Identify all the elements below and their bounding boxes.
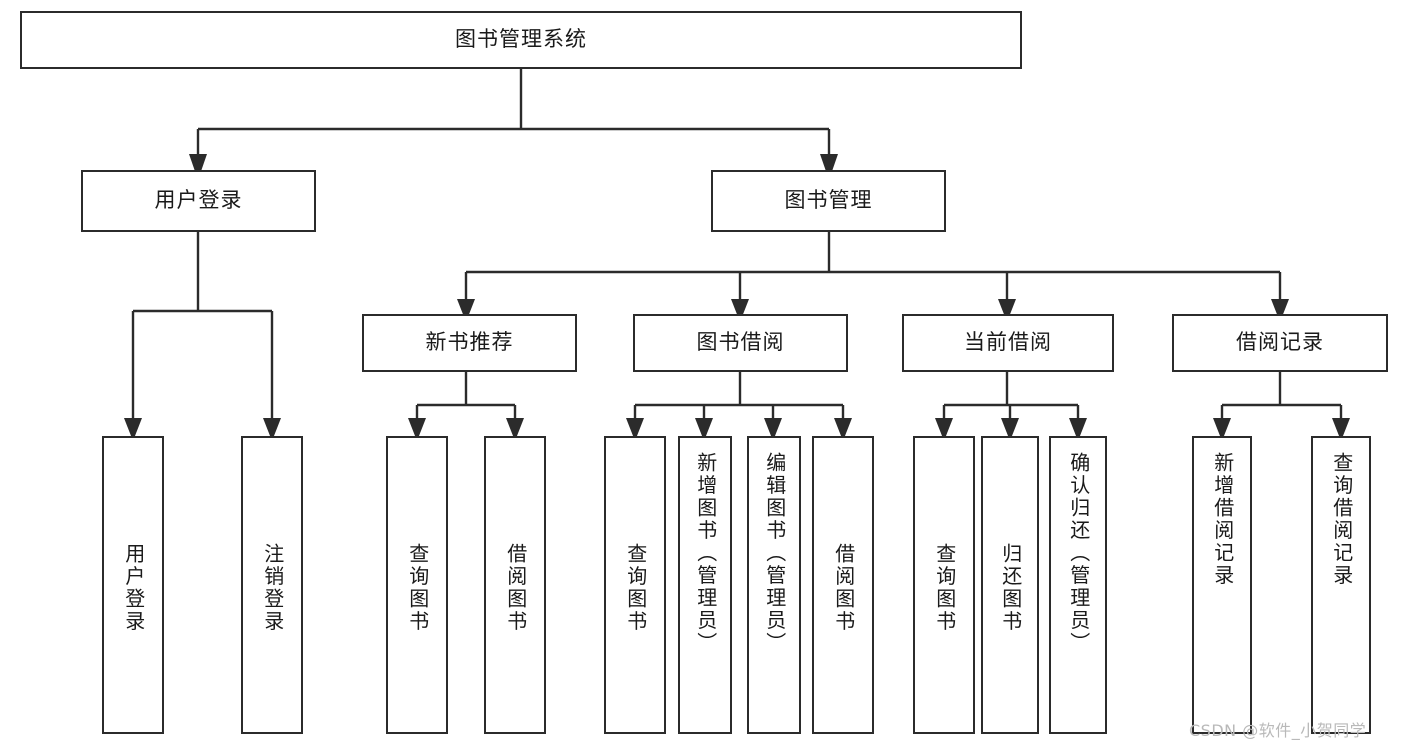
node-new-book-rec-label: 新书推荐 xyxy=(425,330,514,355)
leaf-confirm-return[interactable]: 确认归还（管理员） xyxy=(1049,436,1107,734)
leaf-add-record-label: 新增借阅记录 xyxy=(1210,452,1235,587)
node-current-borrow[interactable]: 当前借阅 xyxy=(902,314,1114,372)
leaf-borrow-book-1[interactable]: 借阅图书 xyxy=(484,436,546,734)
leaf-query-book-3-label: 查询图书 xyxy=(932,543,957,633)
leaf-add-book-label: 新增图书（管理员） xyxy=(693,452,718,655)
leaf-borrow-book-2-label: 借阅图书 xyxy=(831,543,856,633)
node-book-borrow-label: 图书借阅 xyxy=(696,330,785,355)
leaf-user-login[interactable]: 用户登录 xyxy=(102,436,164,734)
leaf-query-book-3[interactable]: 查询图书 xyxy=(913,436,975,734)
leaf-edit-book[interactable]: 编辑图书（管理员） xyxy=(747,436,801,734)
leaf-query-book-1-label: 查询图书 xyxy=(405,543,430,633)
leaf-query-record-label: 查询借阅记录 xyxy=(1329,452,1354,587)
leaf-borrow-book-1-label: 借阅图书 xyxy=(503,543,528,633)
leaf-logout-label: 注销登录 xyxy=(260,543,285,633)
csdn-watermark: CSDN @软件_小贺同学 xyxy=(1189,721,1367,740)
node-user-login[interactable]: 用户登录 xyxy=(81,170,316,232)
leaf-confirm-return-label: 确认归还（管理员） xyxy=(1066,452,1091,655)
node-book-borrow[interactable]: 图书借阅 xyxy=(633,314,848,372)
leaf-user-login-label: 用户登录 xyxy=(121,543,146,633)
leaf-borrow-book-2[interactable]: 借阅图书 xyxy=(812,436,874,734)
node-new-book-rec[interactable]: 新书推荐 xyxy=(362,314,577,372)
leaf-logout[interactable]: 注销登录 xyxy=(241,436,303,734)
leaf-add-record[interactable]: 新增借阅记录 xyxy=(1192,436,1252,734)
node-book-manage-label: 图书管理 xyxy=(784,188,873,213)
leaf-edit-book-label: 编辑图书（管理员） xyxy=(762,452,787,655)
node-root-label: 图书管理系统 xyxy=(455,27,587,52)
node-borrow-record-label: 借阅记录 xyxy=(1236,330,1324,355)
node-current-borrow-label: 当前借阅 xyxy=(964,330,1052,355)
leaf-return-book[interactable]: 归还图书 xyxy=(981,436,1039,734)
node-root[interactable]: 图书管理系统 xyxy=(20,11,1022,69)
leaf-query-book-1[interactable]: 查询图书 xyxy=(386,436,448,734)
node-user-login-label: 用户登录 xyxy=(154,188,243,213)
leaf-query-record[interactable]: 查询借阅记录 xyxy=(1311,436,1371,734)
node-borrow-record[interactable]: 借阅记录 xyxy=(1172,314,1388,372)
leaf-query-book-2-label: 查询图书 xyxy=(623,543,648,633)
leaf-query-book-2[interactable]: 查询图书 xyxy=(604,436,666,734)
leaf-return-book-label: 归还图书 xyxy=(998,543,1023,633)
leaf-add-book[interactable]: 新增图书（管理员） xyxy=(678,436,732,734)
node-book-manage[interactable]: 图书管理 xyxy=(711,170,946,232)
